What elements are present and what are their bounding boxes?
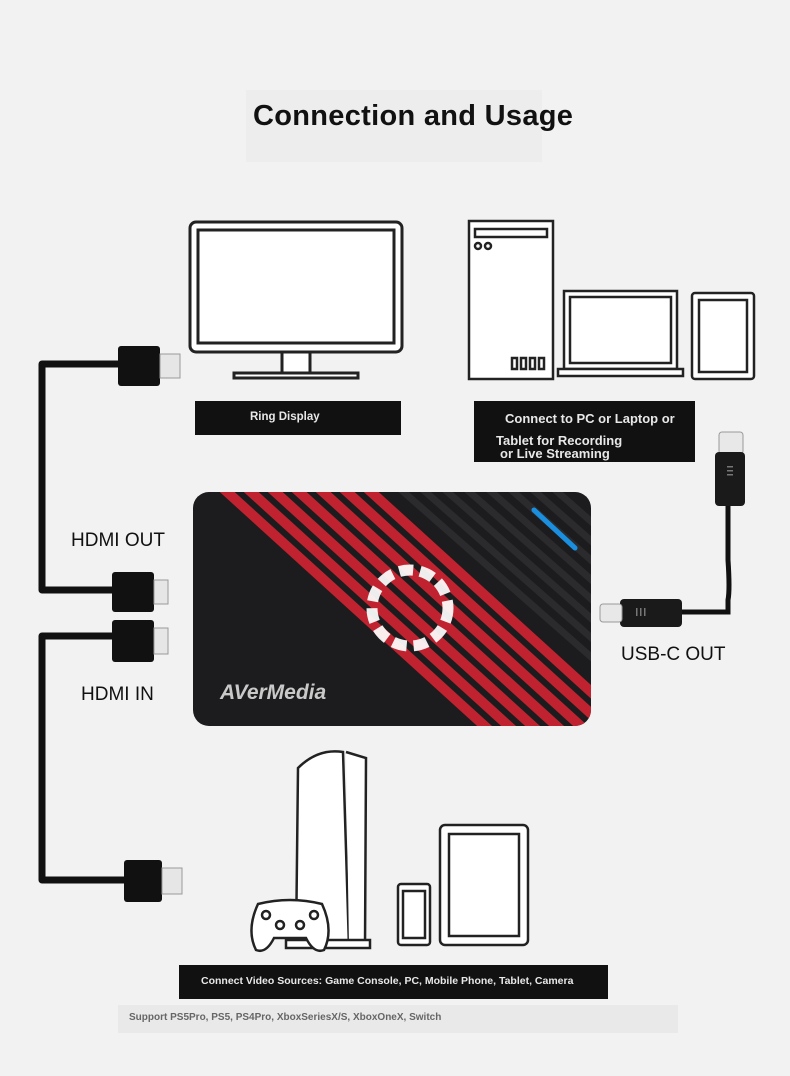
pc-line-3: or Live Streaming [500, 446, 610, 461]
tablet-source-icon [438, 823, 530, 947]
pc-line-1: Connect to PC or Laptop or [505, 411, 675, 426]
title-band [246, 90, 542, 162]
status-led [531, 507, 578, 551]
pc-line-2: Tablet for Recording [496, 433, 623, 448]
tablet-icon [690, 291, 756, 381]
hdmi-out-cable [38, 346, 181, 612]
page-title: Connection and Usage [253, 100, 574, 132]
usbc-out-label: USB-C OUT [621, 644, 726, 665]
hdmi-in-label: HDMI IN [81, 684, 154, 705]
monitor-icon [188, 220, 404, 380]
video-sources-text: Connect Video Sources: Game Console, PC,… [201, 975, 574, 987]
game-console-icon [284, 750, 372, 950]
pc-connection-label: Connect to PC or Laptop or Tablet for Re… [474, 401, 695, 462]
hdmi-out-label: HDMI OUT [71, 530, 165, 551]
ring-display-label: Ring Display [195, 401, 401, 435]
ring-display [366, 564, 454, 652]
video-sources-label: Connect Video Sources: Game Console, PC,… [179, 965, 608, 999]
capture-device: AVerMedia [193, 492, 591, 726]
hdmi-in-cable [38, 620, 183, 902]
ring-display-text: Ring Display [250, 411, 320, 423]
desktop-pc-icon [467, 219, 555, 381]
brand-logo: AVerMedia [219, 681, 327, 704]
laptop-icon [556, 289, 685, 378]
usbc-cable [599, 431, 745, 627]
phone-icon [396, 882, 432, 947]
controller-icon [250, 898, 330, 952]
support-band [118, 1005, 678, 1033]
support-text: Support PS5Pro, PS5, PS4Pro, XboxSeriesX… [129, 1012, 442, 1023]
